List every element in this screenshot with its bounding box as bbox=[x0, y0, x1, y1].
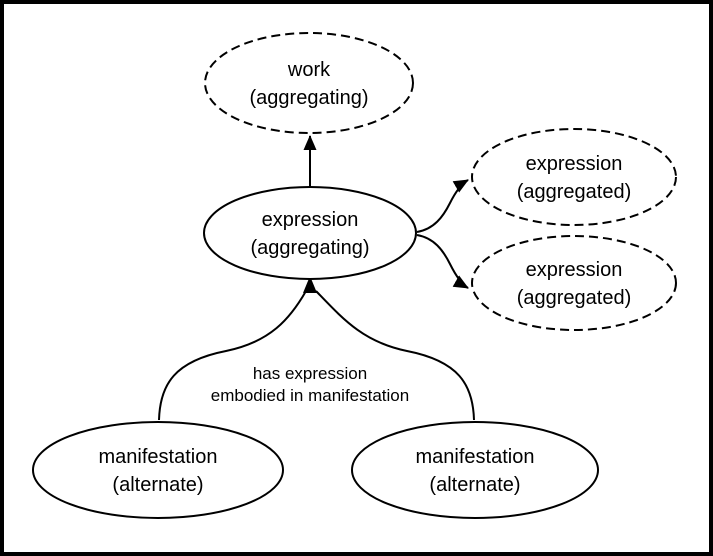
node-manifestation-alternate-right: manifestation (alternate) bbox=[351, 421, 599, 519]
arrowhead-into-expression bbox=[303, 276, 317, 293]
node-label-line1: expression bbox=[526, 153, 623, 175]
edge-label-line2: embodied in manifestation bbox=[211, 386, 409, 405]
node-label-line2: (alternate) bbox=[112, 474, 203, 496]
node-label-line1: manifestation bbox=[416, 446, 535, 468]
node-label-line1: manifestation bbox=[99, 446, 218, 468]
node-label-line1: expression bbox=[526, 259, 623, 281]
node-label-line2: (aggregating) bbox=[250, 87, 369, 109]
node-expression-aggregating: expression (aggregating) bbox=[203, 186, 417, 280]
node-expression-aggregated-top: expression (aggregated) bbox=[471, 128, 677, 226]
node-expression-aggregated-bottom: expression (aggregated) bbox=[471, 235, 677, 331]
node-label-line2: (aggregating) bbox=[251, 237, 370, 259]
edge-label-has-expression: has expression embodied in manifestation bbox=[211, 364, 409, 405]
edge-label-line1: has expression bbox=[253, 364, 367, 383]
node-label-line1: expression bbox=[262, 209, 359, 231]
node-label-line1: work bbox=[287, 59, 331, 81]
node-manifestation-alternate-left: manifestation (alternate) bbox=[32, 421, 284, 519]
curve-manifestation-left-to-expression bbox=[158, 290, 307, 421]
node-work-aggregating: work (aggregating) bbox=[204, 32, 414, 134]
arrow-expression-to-aggregated-top bbox=[416, 179, 469, 233]
node-label-line2: (aggregated) bbox=[517, 287, 632, 309]
curve-manifestation-right-to-expression bbox=[315, 290, 475, 421]
manifestation-alternate-right-ellipse bbox=[351, 421, 599, 519]
work-aggregating-ellipse bbox=[204, 32, 414, 134]
expression-aggregating-ellipse bbox=[203, 186, 417, 280]
arrow-expression-to-aggregated-bottom bbox=[416, 234, 469, 289]
node-label-line2: (alternate) bbox=[429, 474, 520, 496]
node-label-line2: (aggregated) bbox=[517, 181, 632, 203]
manifestation-alternate-left-ellipse bbox=[32, 421, 284, 519]
expression-aggregated-top-ellipse bbox=[471, 128, 677, 226]
expression-aggregated-bottom-ellipse bbox=[471, 235, 677, 331]
